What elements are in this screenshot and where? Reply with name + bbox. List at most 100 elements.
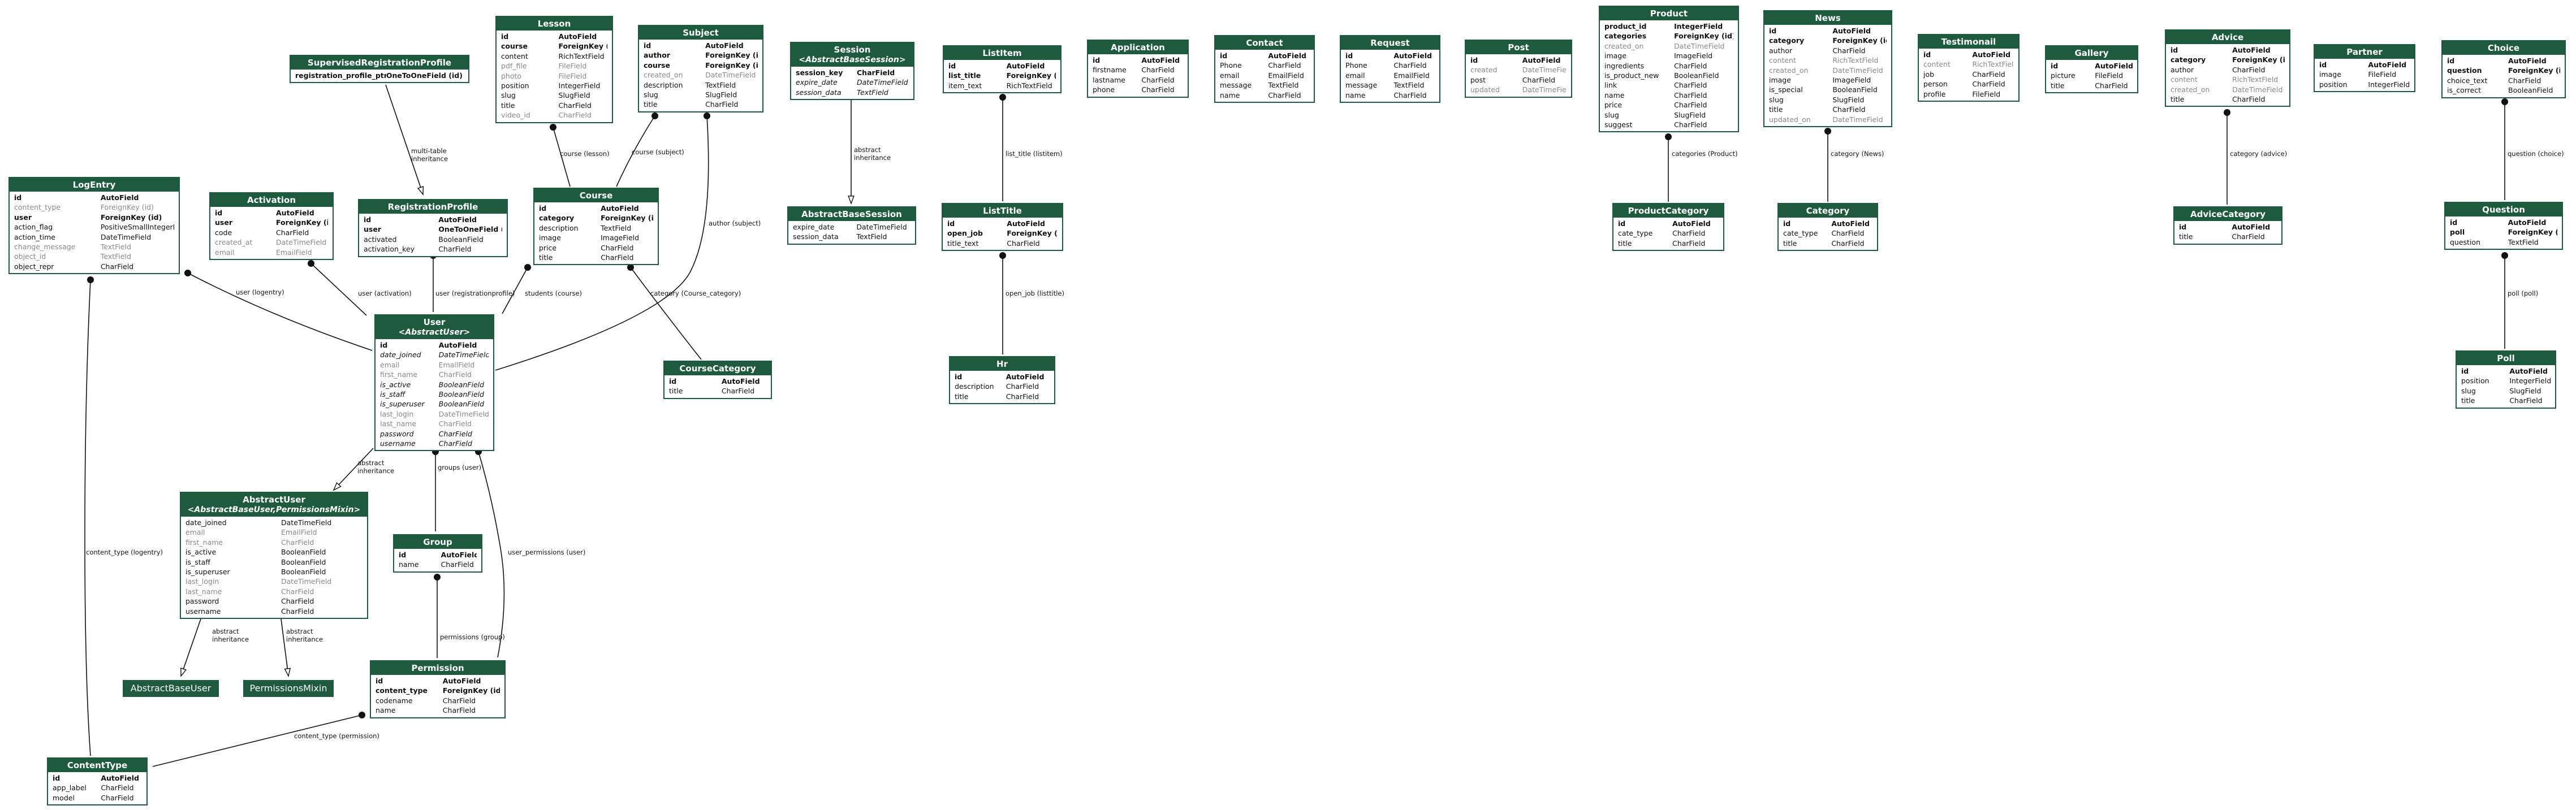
field-name: session_key bbox=[796, 68, 843, 77]
field-name: position bbox=[2319, 80, 2348, 89]
field-name: last_name bbox=[185, 587, 222, 596]
field-type: TextField bbox=[1268, 81, 1299, 90]
field-type: RichTextField bbox=[1972, 60, 2014, 69]
field-type: CharField bbox=[276, 228, 309, 237]
edge-dot bbox=[627, 264, 634, 271]
mixin-abstractbaseuser[interactable]: AbstractBaseUser bbox=[123, 680, 219, 697]
field-type: CharField bbox=[2509, 396, 2543, 405]
entity-post[interactable]: PostidAutoFieldcreatedDateTimeFieldpostC… bbox=[1465, 40, 1572, 98]
field-type: AutoField bbox=[1268, 51, 1306, 60]
edge-dot bbox=[704, 112, 710, 119]
field-name: id bbox=[2171, 46, 2178, 54]
entity-title: ListTitle bbox=[943, 204, 1062, 218]
field-name: slug bbox=[501, 91, 516, 100]
field-name: position bbox=[501, 81, 529, 90]
field-name: id bbox=[380, 341, 388, 349]
field-type: DateTimeField bbox=[1522, 85, 1567, 94]
entity-title: News bbox=[1764, 11, 1891, 25]
field-type: AutoField bbox=[558, 32, 597, 41]
edge-label: content_type (logentry) bbox=[86, 548, 163, 556]
field-name: image bbox=[539, 233, 561, 242]
edge-dot bbox=[2224, 109, 2230, 116]
entity-abstractuser[interactable]: AbstractUser<AbstractBaseUser,Permission… bbox=[180, 492, 368, 620]
field-type: OneToOneField (id) bbox=[386, 71, 463, 80]
mixin-permissionsmixin[interactable]: PermissionsMixin bbox=[243, 680, 334, 697]
field-type: ForeignKey (id) bbox=[558, 42, 607, 51]
field-name: user bbox=[364, 225, 381, 234]
field-type: EmailField bbox=[281, 528, 317, 537]
field-name: id bbox=[947, 219, 955, 228]
field-type: CharField bbox=[281, 538, 314, 547]
field-type: DateTimeField bbox=[857, 78, 908, 87]
edge-line bbox=[333, 448, 374, 491]
field-type: RichTextField bbox=[1006, 81, 1052, 90]
field-name: id bbox=[14, 193, 22, 202]
entity-title: Application bbox=[1088, 41, 1188, 54]
field-type: DateTimeField bbox=[1832, 115, 1883, 124]
field-name: image bbox=[2319, 70, 2341, 79]
field-name: title bbox=[644, 100, 658, 109]
field-type: CharField bbox=[442, 706, 476, 715]
field-name: category bbox=[2171, 55, 2206, 64]
field-type: ImageField bbox=[1832, 76, 1871, 85]
edge-dot bbox=[651, 112, 658, 119]
edge-label: abstract inheritance bbox=[286, 627, 323, 643]
field-type: CharField bbox=[1393, 90, 1427, 99]
field-name: object_repr bbox=[14, 262, 54, 271]
